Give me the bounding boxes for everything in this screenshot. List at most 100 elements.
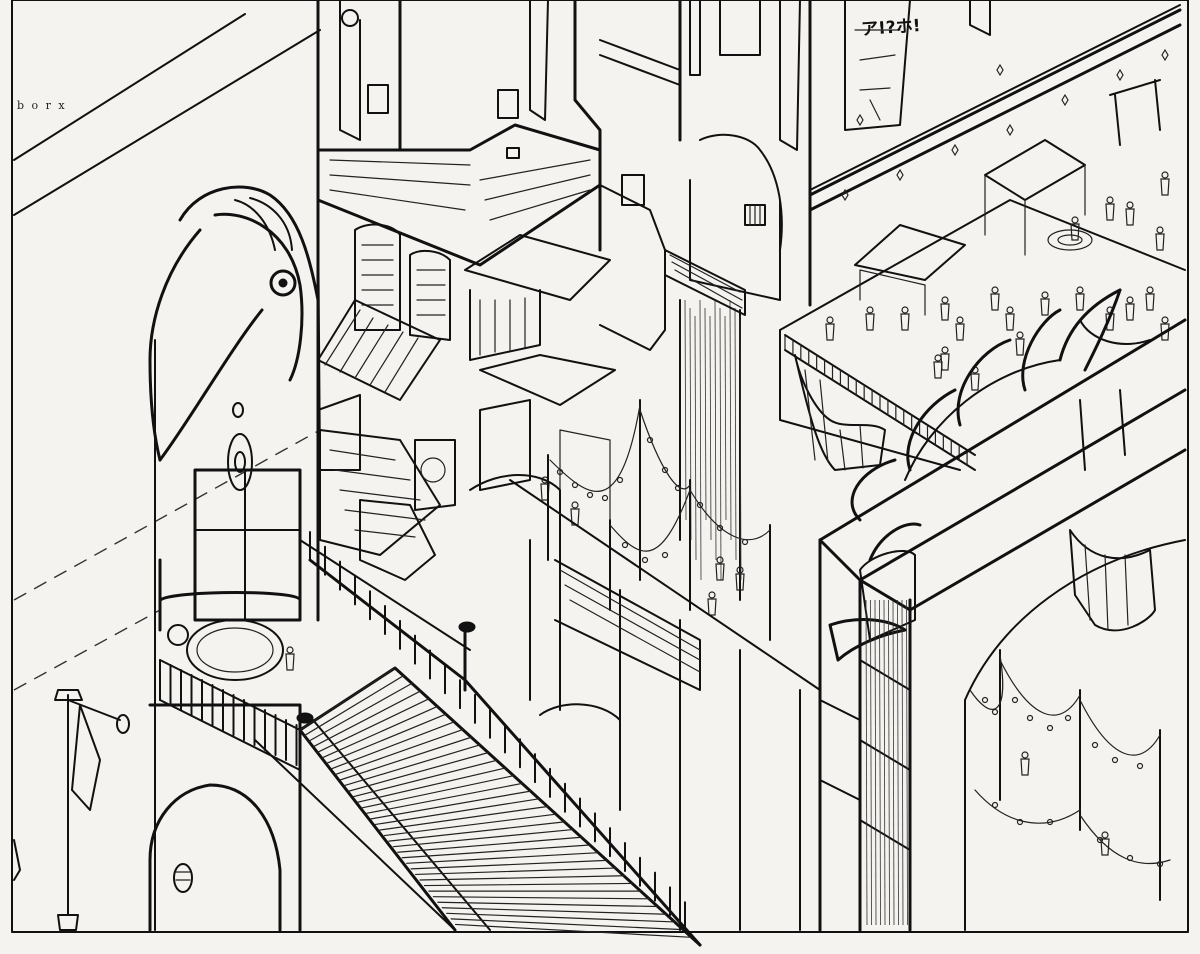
water-streak: [901, 599, 904, 926]
market-square: [285, 79, 1186, 856]
water-streak: [704, 307, 707, 521]
water-streak: [874, 599, 877, 926]
stair-step: [361, 775, 515, 809]
light-bulb: [1046, 818, 1054, 826]
light-bulb: [1096, 836, 1104, 844]
light-bulb: [571, 481, 579, 489]
house-cluster: [316, 123, 616, 581]
left-arch-bridge: [148, 659, 302, 932]
person-figure: [1021, 751, 1029, 759]
person-figure: [735, 573, 745, 591]
person-figure: [1005, 313, 1015, 331]
person-figure: [1126, 296, 1134, 304]
wall-diamond: [841, 188, 849, 202]
horned-arch: [818, 288, 1187, 932]
person-figure: [1015, 338, 1025, 356]
person-figure: [1146, 286, 1154, 294]
person-figure: [933, 361, 943, 379]
stair-step: [326, 713, 447, 764]
light-bulb: [674, 484, 682, 492]
water-streak: [734, 307, 737, 561]
light-bulb: [601, 494, 609, 502]
stair-step: [348, 752, 489, 792]
person-figure: [1125, 208, 1135, 226]
wall-diamond: [1161, 48, 1169, 62]
banner-sign-text: ア!?ホ!: [860, 15, 922, 41]
person-figure: [716, 556, 724, 564]
light-bulb: [616, 476, 624, 484]
stair-step: [379, 805, 549, 831]
main-staircase: [159, 531, 702, 947]
water-streak: [897, 599, 899, 926]
plaza-building: [808, 0, 1182, 212]
stair-step: [334, 728, 464, 776]
person-figure: [1016, 331, 1024, 339]
person-figure: [826, 316, 834, 324]
stair-step: [437, 901, 659, 908]
person-figure: [1156, 226, 1164, 234]
person-figure: [955, 323, 965, 341]
person-figure: [285, 653, 295, 671]
water-streak: [739, 315, 742, 581]
water-streak: [906, 599, 908, 926]
water-streak: [879, 599, 881, 926]
light-bulb: [696, 501, 704, 509]
stair-step: [312, 690, 422, 748]
stair-step: [401, 844, 591, 859]
water-streak: [684, 299, 687, 521]
water-streak: [719, 307, 722, 581]
person-figure: [901, 306, 909, 314]
stair-step: [330, 721, 455, 770]
person-figure: [1105, 203, 1115, 221]
light-bulb: [641, 556, 649, 564]
torn-drapes: [794, 319, 1156, 632]
person-figure: [1100, 838, 1110, 856]
person-figure: [940, 303, 950, 321]
person-figure: [286, 646, 294, 654]
person-figure: [571, 501, 579, 509]
artist-signature: b o r x: [17, 99, 67, 112]
stair-step: [299, 667, 396, 731]
stair-step: [450, 918, 684, 931]
stair-step: [366, 782, 523, 814]
stair-step: [392, 828, 574, 848]
water-streak: [883, 599, 886, 926]
stair-step: [374, 798, 540, 826]
wall-diamond: [1006, 123, 1014, 137]
stair-step: [303, 675, 405, 737]
person-figure: [1076, 286, 1084, 294]
person-figure: [1101, 831, 1109, 839]
stair-step: [308, 682, 413, 742]
stair-step: [414, 867, 616, 876]
light-bulb: [1126, 854, 1134, 862]
person-figure: [1106, 196, 1114, 204]
wall-diamond: [951, 143, 959, 157]
person-figure: [708, 591, 716, 599]
light-bulb: [991, 708, 999, 716]
water-streak: [729, 299, 732, 541]
water-streak: [714, 299, 717, 561]
person-figure: [941, 296, 949, 304]
person-figure: [825, 323, 835, 341]
person-figure: [1126, 201, 1134, 209]
light-bulb: [621, 541, 629, 549]
lower-walls: [469, 429, 821, 931]
water-streak: [865, 599, 868, 926]
person-figure: [1161, 316, 1169, 324]
light-bulb: [991, 801, 999, 809]
light-bulb: [1064, 714, 1072, 722]
person-figure: [1125, 303, 1135, 321]
water-streak: [699, 299, 702, 581]
waterfall-center: [664, 249, 746, 601]
person-figure: [1070, 223, 1080, 241]
light-bulb: [586, 491, 594, 499]
person-figure: [1071, 216, 1079, 224]
street-lamp-left: [13, 689, 130, 931]
person-figure: [1160, 178, 1170, 196]
water-streak: [888, 599, 890, 926]
person-figure: [1155, 233, 1165, 251]
water-streak: [709, 315, 712, 541]
person-figure: [990, 293, 1000, 311]
stair-step: [339, 736, 472, 781]
